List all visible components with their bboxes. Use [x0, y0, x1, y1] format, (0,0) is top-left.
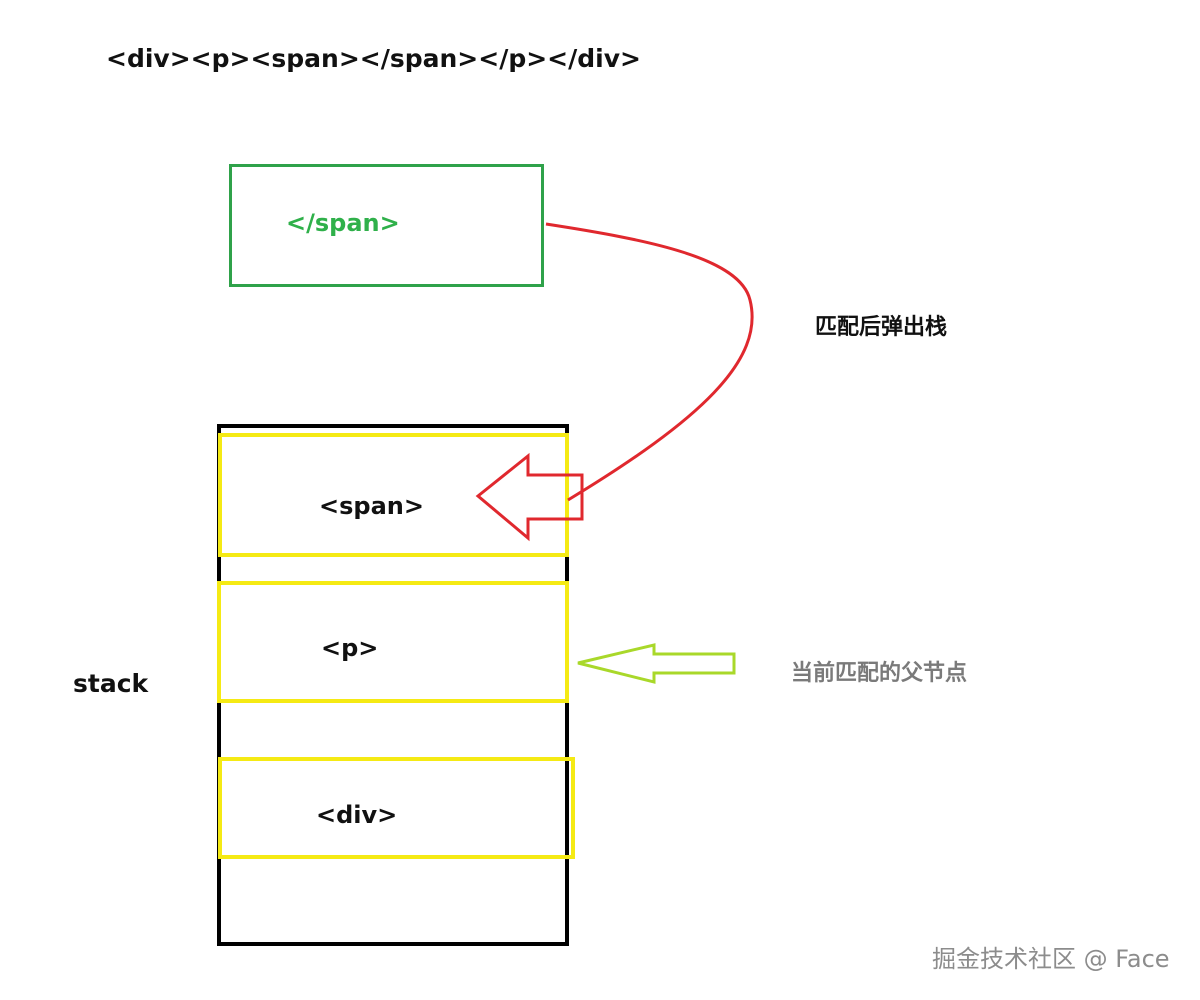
- watermark: 掘金技术社区 @ Face: [932, 945, 1170, 973]
- stack-item-span-label: <span>: [319, 492, 424, 520]
- header-markup: <div><p><span></span></p></div>: [106, 44, 641, 73]
- stack-item-p-label: <p>: [321, 634, 379, 662]
- stack-item-div-label: <div>: [316, 801, 398, 829]
- stack-item-p: [217, 581, 569, 703]
- stack-item-div: [218, 757, 575, 859]
- stack-label: stack: [73, 669, 149, 698]
- parent-arrow-icon: [577, 643, 736, 684]
- pop-label: 匹配后弹出栈: [815, 315, 948, 340]
- current-tag-label: </span>: [286, 209, 400, 237]
- current-tag-box: [229, 164, 544, 287]
- parent-label: 当前匹配的父节点: [791, 661, 968, 686]
- pop-curve: [545, 222, 754, 502]
